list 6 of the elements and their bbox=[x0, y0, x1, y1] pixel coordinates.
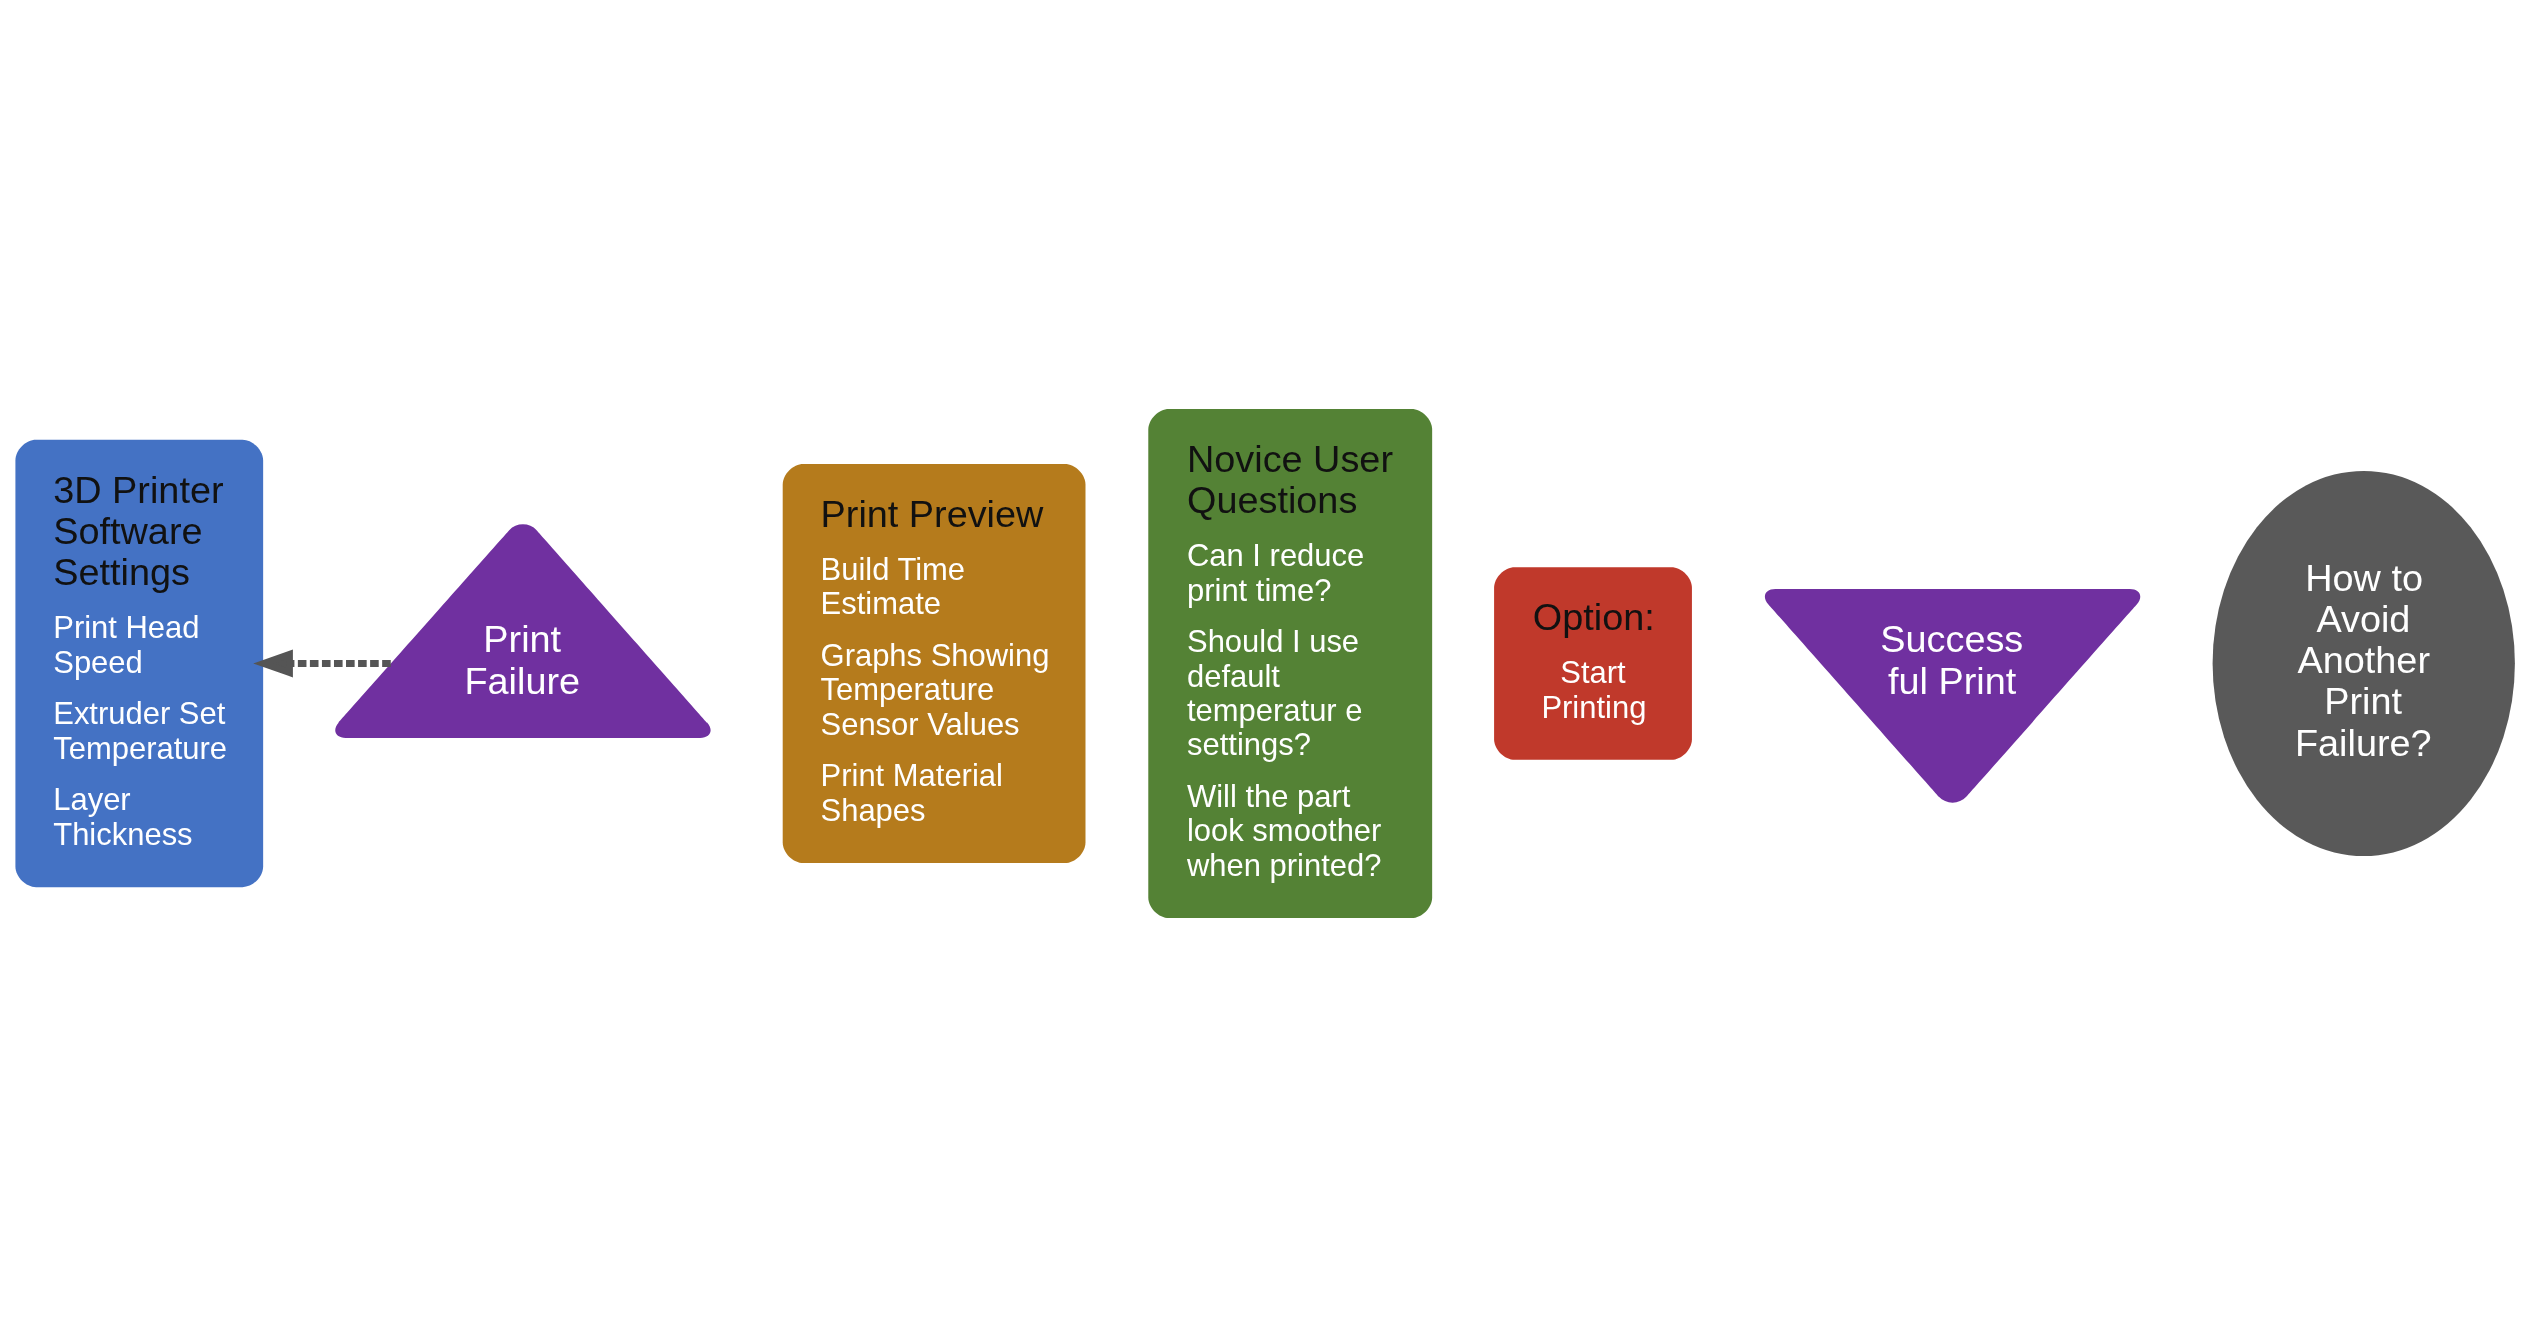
node-box: Print Preview Build Time Estimate Graphs Showing Temperature Sensor Values Print Material Shapes bbox=[782, 463, 1086, 863]
node-box: Option: Start Printing bbox=[1494, 566, 1692, 760]
node-box: Novice User Questions Can I reduce print time? Should I use default temperatur e settings? Will the part look smoother when printed? bbox=[1148, 408, 1433, 918]
node-ellipse: How to Avoid Another Print Failure? bbox=[2212, 470, 2515, 856]
arrow bbox=[253, 649, 391, 677]
node-box: 3D Printer Software Settings Print Head Speed Extruder Set Temperature Layer Thickness bbox=[15, 439, 264, 887]
